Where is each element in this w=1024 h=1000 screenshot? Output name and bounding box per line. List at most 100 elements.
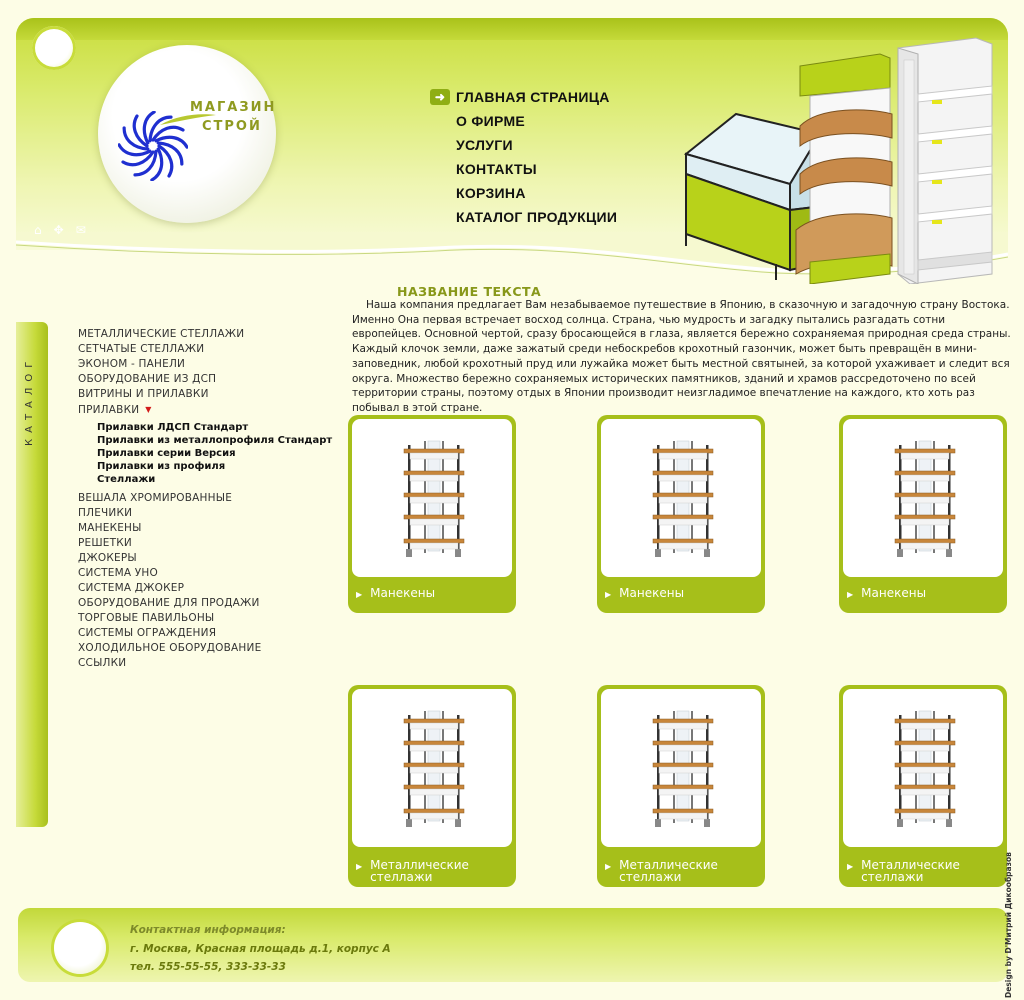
bullet-icon: ▶ bbox=[356, 862, 363, 871]
submenu-item[interactable]: Прилавки из металлопрофиля Стандарт bbox=[97, 435, 333, 446]
nav-spacer bbox=[430, 113, 450, 129]
catalog-item-mesh-racks[interactable]: СЕТЧАТЫЕ СТЕЛЛАЖИ bbox=[78, 343, 205, 355]
nav-item-contacts[interactable]: КОНТАКТЫ bbox=[430, 157, 617, 181]
nav-spacer bbox=[430, 209, 450, 225]
contact-title: Контактная информация: bbox=[130, 924, 286, 936]
product-title-line1: Металлические bbox=[861, 858, 960, 872]
product-title-line2: стеллажи bbox=[861, 870, 924, 884]
bullet-icon: ▶ bbox=[605, 590, 612, 599]
catalog-item-links[interactable]: ССЫЛКИ bbox=[78, 657, 127, 669]
logo-line-1: МАГАЗИН bbox=[190, 100, 277, 115]
product-title-line1: Манекены bbox=[861, 586, 927, 600]
logo-swoosh-icon bbox=[160, 114, 216, 125]
mail-icon[interactable]: ✉ bbox=[75, 223, 86, 237]
bullet-icon: ▶ bbox=[847, 590, 854, 599]
dropdown-triangle-icon: ▼ bbox=[145, 405, 152, 414]
catalog-item-jokers[interactable]: ДЖОКЕРЫ bbox=[78, 552, 137, 564]
logo-circle[interactable] bbox=[98, 45, 276, 223]
nav-spacer bbox=[430, 161, 450, 177]
nav-label: КОНТАКТЫ bbox=[456, 161, 537, 177]
design-credit: Design by D'Митрий Дикообразов bbox=[1004, 852, 1013, 998]
product-label: ▶Манекены bbox=[356, 587, 508, 601]
contact-phone: тел. 555-55-55, 333-33-33 bbox=[130, 961, 286, 973]
bullet-icon: ▶ bbox=[847, 862, 854, 871]
rack-image bbox=[652, 440, 714, 557]
submenu-item[interactable]: Прилавки серии Версия bbox=[97, 448, 236, 459]
logo-line-2: СТРОЙ bbox=[202, 119, 262, 134]
rack-image bbox=[652, 710, 714, 827]
product-title-line1: Металлические bbox=[370, 858, 469, 872]
rack-image bbox=[403, 710, 465, 827]
product-image bbox=[352, 689, 512, 847]
product-card[interactable]: ▶ Манекены bbox=[597, 415, 765, 613]
product-card[interactable]: ▶Манекены bbox=[348, 415, 516, 613]
product-label: ▶ Манекены bbox=[605, 587, 757, 601]
product-label: ▶ Манекены bbox=[847, 587, 999, 601]
submenu-item[interactable]: Прилавки ЛДСП Стандарт bbox=[97, 422, 249, 433]
catalog-item-showcases[interactable]: ВИТРИНЫ И ПРИЛАВКИ bbox=[78, 388, 209, 400]
home-icon[interactable]: ⌂ bbox=[34, 223, 42, 237]
product-title-line2: стеллажи bbox=[619, 870, 682, 884]
nav-label: КОРЗИНА bbox=[456, 185, 526, 201]
logo-text[interactable]: МАГАЗИН СТРОЙ bbox=[190, 98, 276, 136]
catalog-item-mannequins[interactable]: МАНЕКЕНЫ bbox=[78, 522, 142, 534]
catalog-item-econom-panels[interactable]: ЭКОНОМ - ПАНЕЛИ bbox=[78, 358, 186, 370]
shelving-unit-image bbox=[795, 37, 993, 284]
nav-item-about[interactable]: О ФИРМЕ bbox=[430, 109, 617, 133]
product-card[interactable]: ▶ Манекены bbox=[839, 415, 1007, 613]
logo-swirl-icon bbox=[118, 111, 188, 181]
catalog-item-shoulders[interactable]: ПЛЕЧИКИ bbox=[78, 507, 133, 519]
article-text: Наша компания предлагает Вам незабываемо… bbox=[352, 299, 1011, 414]
nav-spacer bbox=[430, 137, 450, 153]
catalog-item-metal-racks[interactable]: МЕТАЛЛИЧЕСКИЕ СТЕЛЛАЖИ bbox=[78, 328, 245, 340]
footer bbox=[18, 908, 1008, 982]
product-image bbox=[843, 689, 1003, 847]
rack-image bbox=[403, 440, 465, 557]
catalog-item-sales-equipment[interactable]: ОБОРУДОВАНИЕ ДЛЯ ПРОДАЖИ bbox=[78, 597, 260, 609]
nav-item-catalog[interactable]: КАТАЛОГ ПРОДУКЦИИ bbox=[430, 205, 617, 229]
submenu-item[interactable]: Стеллажи bbox=[97, 474, 156, 485]
bullet-icon: ▶ bbox=[356, 590, 363, 599]
catalog-item-pavilions[interactable]: ТОРГОВЫЕ ПАВИЛЬОНЫ bbox=[78, 612, 215, 624]
rack-image bbox=[894, 710, 956, 827]
main-nav: ➜ ГЛАВНАЯ СТРАНИЦА О ФИРМЕ УСЛУГИ КОНТАК… bbox=[430, 85, 617, 229]
product-image bbox=[843, 419, 1003, 577]
product-image bbox=[601, 689, 761, 847]
nav-label: КАТАЛОГ ПРОДУКЦИИ bbox=[456, 209, 618, 225]
shop-equipment-illustration bbox=[683, 37, 993, 284]
article-title: НАЗВАНИЕ ТЕКСТА bbox=[397, 284, 542, 299]
catalog-item-joker-system[interactable]: СИСТЕМА ДЖОКЕР bbox=[78, 582, 185, 594]
product-title-line1: Металлические bbox=[619, 858, 718, 872]
move-icon[interactable]: ✥ bbox=[53, 223, 64, 237]
catalog-item-label: ПРИЛАВКИ bbox=[78, 404, 140, 416]
submenu-item[interactable]: Прилавки из профиля bbox=[97, 461, 226, 472]
header-corner-circle bbox=[32, 26, 76, 70]
catalog-item-uno-system[interactable]: СИСТЕМА УНО bbox=[78, 567, 158, 579]
catalog-list: МЕТАЛЛИЧЕСКИЕ СТЕЛЛАЖИ СЕТЧАТЫЕ СТЕЛЛАЖИ… bbox=[78, 327, 338, 671]
product-image bbox=[352, 419, 512, 577]
header-icons: ⌂ ✥ ✉ bbox=[34, 224, 86, 236]
catalog-item-counters[interactable]: ПРИЛАВКИ ▼ bbox=[78, 402, 338, 417]
product-title-line1: Манекены bbox=[619, 586, 685, 600]
product-image bbox=[601, 419, 761, 577]
bullet-icon: ▶ bbox=[605, 862, 612, 871]
catalog-item-chrome-hangers[interactable]: ВЕШАЛА ХРОМИРОВАННЫЕ bbox=[78, 492, 233, 504]
contact-info: Контактная информация: г. Москва, Красна… bbox=[130, 921, 391, 977]
catalog-item-fencing[interactable]: СИСТЕМЫ ОГРАЖДЕНИЯ bbox=[78, 627, 217, 639]
nav-spacer bbox=[430, 185, 450, 201]
catalog-item-grids[interactable]: РЕШЕТКИ bbox=[78, 537, 132, 549]
header-top-strip bbox=[16, 18, 1008, 40]
footer-circle bbox=[54, 922, 106, 974]
catalog-item-dsp-equipment[interactable]: ОБОРУДОВАНИЕ ИЗ ДСП bbox=[78, 373, 217, 385]
nav-item-cart[interactable]: КОРЗИНА bbox=[430, 181, 617, 205]
nav-item-home[interactable]: ➜ ГЛАВНАЯ СТРАНИЦА bbox=[430, 85, 617, 109]
arrow-right-icon: ➜ bbox=[430, 89, 450, 105]
nav-item-services[interactable]: УСЛУГИ bbox=[430, 133, 617, 157]
catalog-item-refrigeration[interactable]: ХОЛОДИЛЬНОЕ ОБОРУДОВАНИЕ bbox=[78, 642, 262, 654]
